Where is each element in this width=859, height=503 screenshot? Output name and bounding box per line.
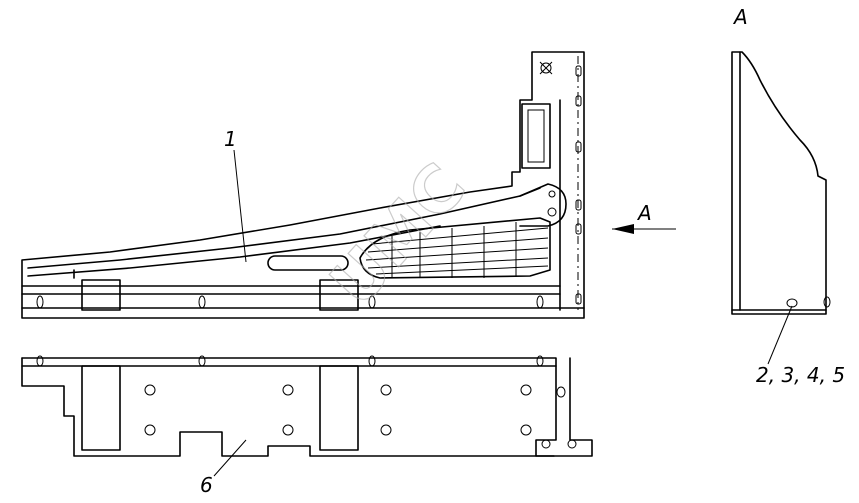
part-label-6: 6 [200,473,213,497]
leader-line-6 [213,439,247,477]
fastener-label: 2, 3, 4, 5 [756,363,845,387]
plan-holes [144,384,577,449]
bottom-holes [36,295,544,309]
watermark: UMC [317,150,481,320]
leader-line-fasteners [767,305,793,365]
view-arrow [612,224,676,234]
side-view-bracket [21,51,585,319]
cross-mark [539,61,553,75]
view-a-title: A [732,5,748,29]
view-arrow-label: A [636,201,652,225]
part-label-1: 1 [224,127,237,151]
plan-view-bracket [21,355,593,457]
plan-top-bolts [36,355,566,398]
leader-line-1 [233,149,247,263]
vent-slats [365,222,549,278]
upright-holes [575,65,582,305]
view-a [731,51,831,315]
